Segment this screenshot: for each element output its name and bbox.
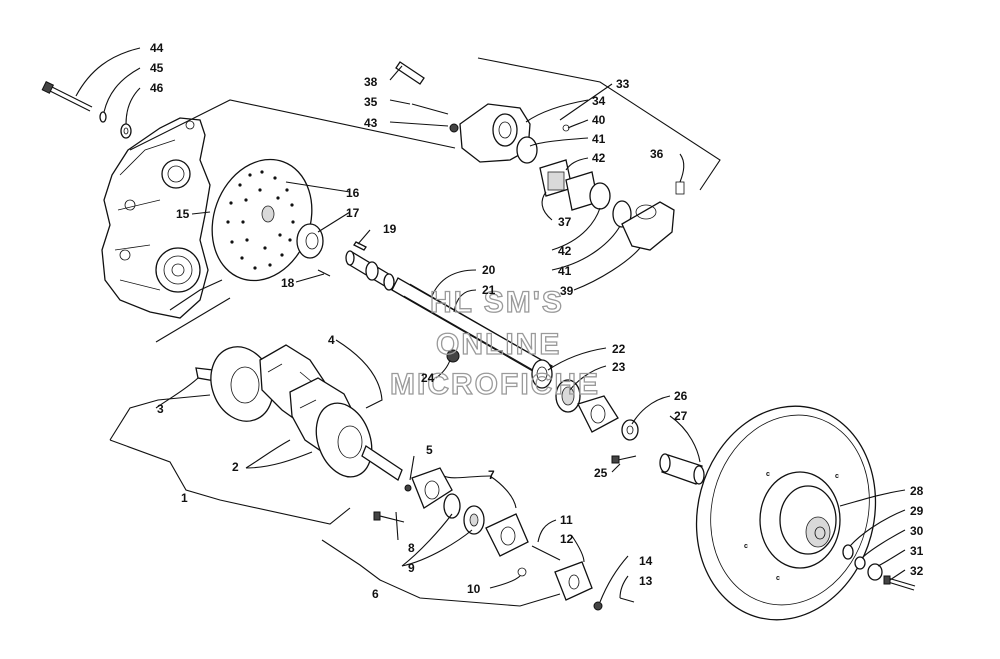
callout-6: 6: [372, 587, 379, 601]
drive-shaft: [391, 277, 553, 379]
callout-22: 22: [612, 342, 626, 356]
leader-lines: [75, 47, 906, 607]
callout-36: 36: [650, 147, 664, 161]
callout-34: 34: [592, 94, 606, 108]
bolt-44-assembly: [41, 80, 132, 139]
svg-text:HL SM'S: HL SM'S: [430, 286, 564, 319]
callout-27: 27: [674, 409, 688, 423]
callout-30: 30: [910, 524, 924, 538]
brake-disc-holes: [226, 170, 295, 270]
callout-10: 10: [467, 582, 481, 596]
bearing-housing-group: [373, 467, 635, 611]
brake-hub: [296, 223, 395, 291]
brake-disc: [211, 158, 313, 282]
callout-38: 38: [364, 75, 378, 89]
callout-21: 21: [482, 283, 496, 297]
callout-25: 25: [594, 466, 608, 480]
callout-35: 35: [364, 95, 378, 109]
callout-42: 42: [592, 151, 606, 165]
svg-text:ONLINE: ONLINE: [436, 328, 561, 361]
callout-4: 4: [328, 333, 335, 347]
svg-text:c: c: [776, 575, 780, 582]
svg-text:MICROFICHE: MICROFICHE: [390, 368, 600, 401]
spacer-tube: [659, 453, 705, 485]
callout-15: 15: [176, 207, 190, 221]
callout-28: 28: [910, 484, 924, 498]
callout-46: 46: [150, 81, 164, 95]
callout-20: 20: [482, 263, 496, 277]
callout-3: 3: [157, 402, 164, 416]
callout-24: 24: [421, 371, 435, 385]
watermark: HL SM'S ONLINE MICROFICHE: [389, 285, 600, 401]
callout-7: 7: [488, 468, 495, 482]
callout-39: 39: [560, 284, 574, 298]
callout-41: 41: [592, 132, 606, 146]
svg-text:c: c: [744, 543, 748, 550]
callout-26: 26: [674, 389, 688, 403]
callout-5: 5: [426, 443, 433, 457]
callout-11: 11: [560, 513, 573, 527]
callout-16: 16: [346, 186, 360, 200]
chaincase-housing: [101, 117, 211, 319]
callout-44: 44: [150, 41, 164, 55]
driven-sprocket-wheel: c c c c: [695, 405, 877, 621]
brake-caliper-assembly: [395, 61, 685, 251]
bearing-flange-group: [446, 349, 639, 464]
callout-2: 2: [232, 460, 239, 474]
callout-12: 12: [560, 532, 574, 546]
callout-45: 45: [150, 61, 164, 75]
svg-text:c: c: [766, 471, 770, 478]
callout-31: 31: [910, 544, 924, 558]
callout-9: 9: [408, 561, 415, 575]
callout-17: 17: [346, 206, 360, 220]
callout-18: 18: [281, 276, 295, 290]
callout-42b: 42: [558, 244, 572, 258]
callout-40: 40: [592, 113, 606, 127]
drive-axle-sprockets: [195, 344, 403, 481]
callout-14: 14: [639, 554, 653, 568]
callout-32: 32: [910, 564, 924, 578]
callout-43: 43: [364, 116, 378, 130]
callout-8: 8: [408, 541, 415, 555]
callout-19: 19: [383, 222, 397, 236]
callout-37: 37: [558, 215, 572, 229]
callout-23: 23: [612, 360, 626, 374]
callout-29: 29: [910, 504, 924, 518]
svg-text:c: c: [835, 473, 839, 480]
callout-41b: 41: [558, 264, 572, 278]
callout-33: 33: [616, 77, 630, 91]
callout-1: 1: [181, 491, 188, 505]
callout-13: 13: [639, 574, 653, 588]
callout-labels: 1 2 3 4 5 6 7 8 9 10 11 12 13 14 15 16 1…: [150, 41, 924, 601]
